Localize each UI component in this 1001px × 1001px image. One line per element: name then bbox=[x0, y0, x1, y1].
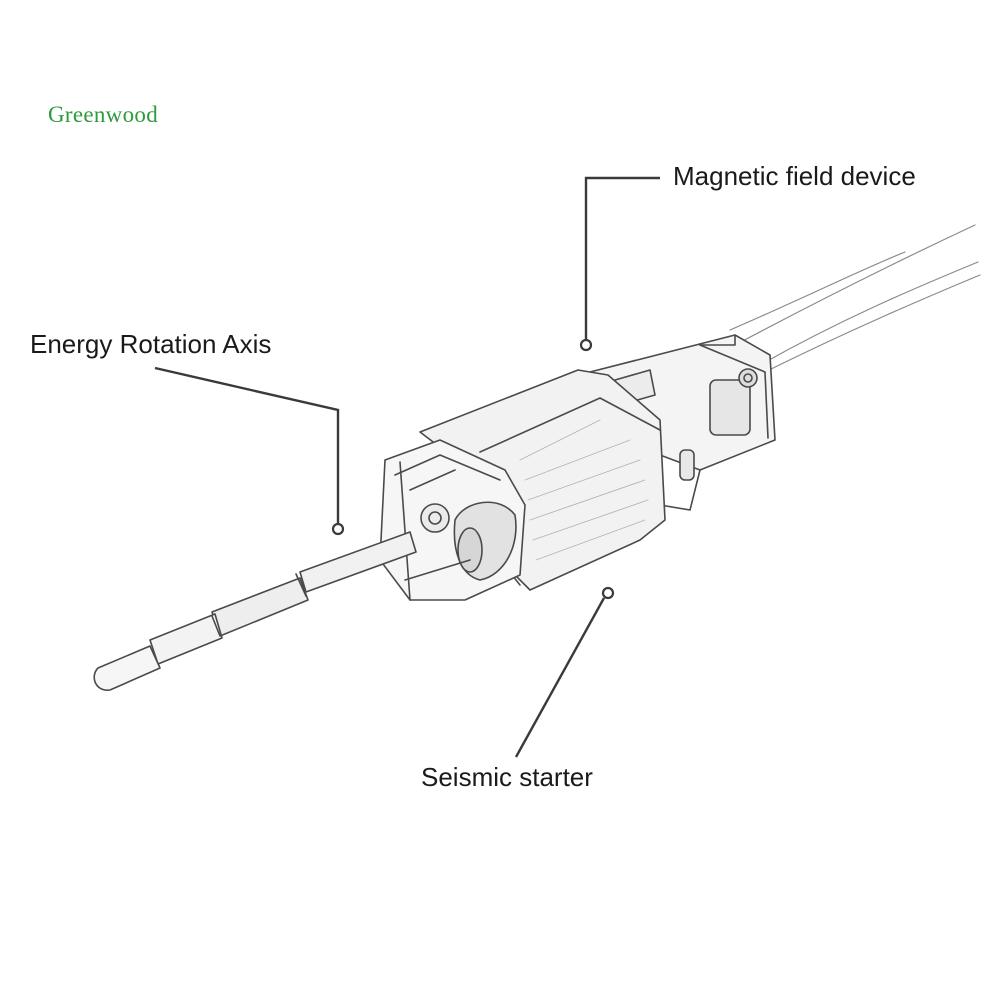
leader-magnetic bbox=[584, 176, 660, 340]
leader-lines bbox=[154, 176, 660, 758]
shaft bbox=[93, 531, 417, 691]
leader-axis bbox=[154, 366, 340, 524]
lead-wires bbox=[729, 224, 981, 373]
field-winding bbox=[419, 369, 666, 591]
brand-watermark: Greenwood bbox=[48, 102, 158, 127]
front-bell bbox=[379, 439, 526, 601]
marker-magnetic bbox=[579, 338, 593, 352]
label-magnetic-field-device: Magnetic field device bbox=[673, 161, 916, 191]
marker-axis bbox=[331, 522, 345, 536]
marker-seismic bbox=[601, 586, 615, 600]
leader-seismic bbox=[514, 597, 606, 758]
brush-holder bbox=[589, 334, 776, 511]
label-seismic-starter: Seismic starter bbox=[421, 762, 593, 792]
label-energy-rotation-axis: Energy Rotation Axis bbox=[30, 329, 272, 359]
